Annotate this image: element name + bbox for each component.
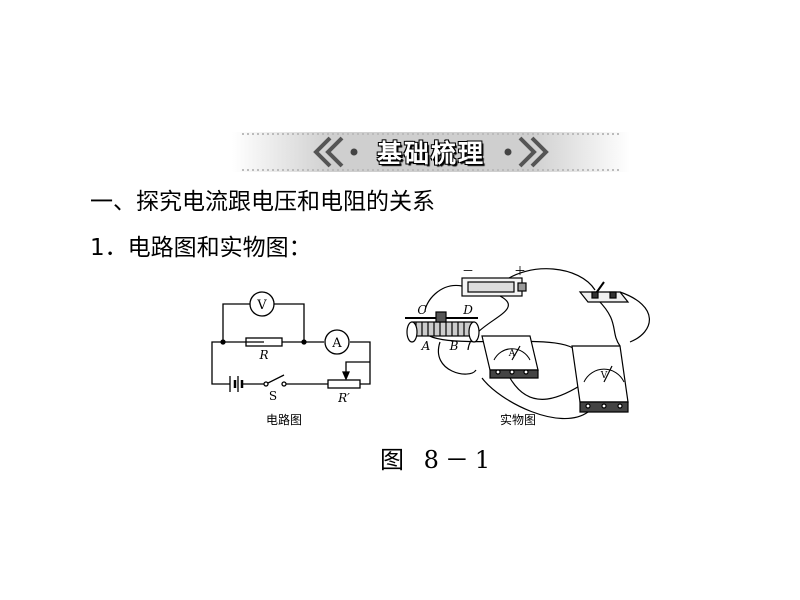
ammeter-label: A: [331, 336, 342, 351]
figure-caption: 图 8－1: [380, 446, 497, 474]
voltmeter-device-label: V: [600, 371, 608, 381]
plus-terminal-label: ＋: [514, 264, 526, 278]
switch-label: S: [269, 389, 277, 403]
ammeter-device-icon: [481, 335, 539, 379]
rheostat-icon: [327, 379, 361, 389]
knife-switch-icon: [578, 281, 630, 303]
voltmeter-label: V: [256, 298, 267, 313]
terminal-a-label: A: [421, 339, 431, 353]
ammeter-device-label: A: [508, 349, 516, 359]
resistor-label: R: [258, 348, 268, 362]
chevron-left-icon: [313, 136, 344, 168]
section-banner: 基础梳理: [232, 132, 630, 172]
battery-icon: [229, 376, 244, 392]
banner-title: 基础梳理: [376, 139, 485, 168]
circuit-diagram: [211, 291, 371, 392]
dot-icon: [350, 148, 358, 156]
figure-8-1: V A R S R′ 电路图: [211, 264, 650, 427]
banner-background: [232, 132, 630, 172]
section-heading: 一、探究电流跟电压和电阻的关系: [90, 189, 435, 215]
terminal-c-label: C: [417, 303, 426, 317]
slide-rheostat-icon: [405, 311, 480, 343]
voltmeter-icon: [249, 291, 275, 317]
voltmeter-device-icon: [571, 345, 629, 413]
physical-setup-drawing: [405, 268, 650, 420]
minus-terminal-label: －: [462, 264, 474, 278]
battery-holder-icon: [461, 277, 527, 297]
circuit-diagram-caption: 电路图: [266, 412, 302, 427]
ammeter-icon: [324, 329, 350, 355]
physical-setup-caption: 实物图: [500, 412, 536, 427]
rheostat-label: R′: [337, 391, 350, 405]
dot-icon: [504, 148, 512, 156]
item-text: 1．电路图和实物图：: [90, 235, 312, 261]
terminal-d-label: D: [462, 303, 473, 317]
chevron-right-icon: [518, 136, 549, 168]
terminal-b-label: B: [449, 339, 459, 353]
